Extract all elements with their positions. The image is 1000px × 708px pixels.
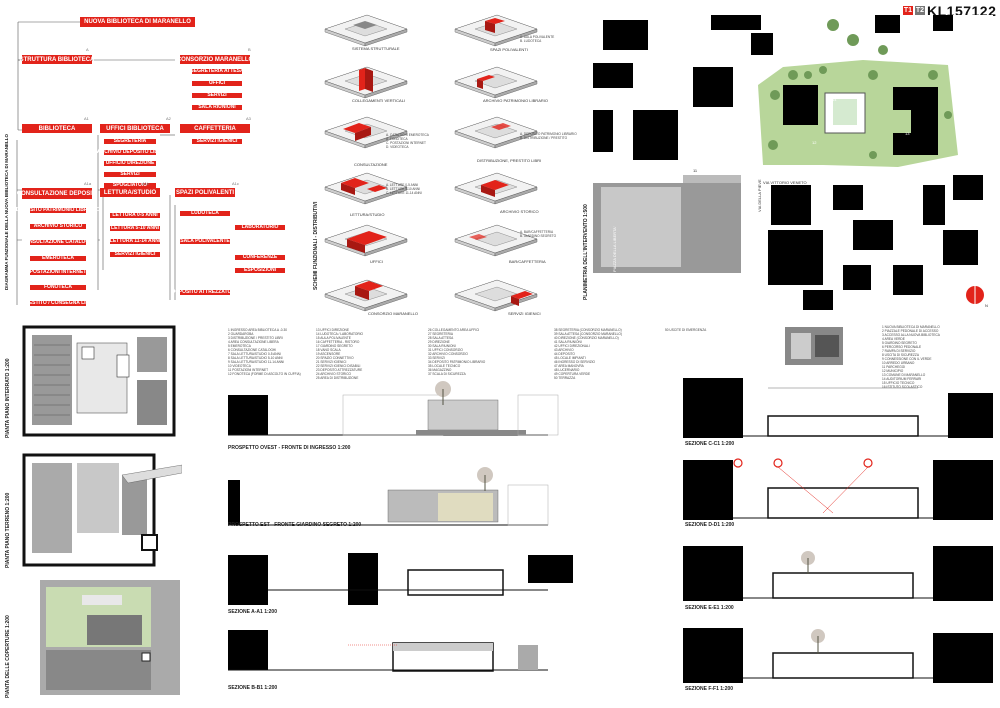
code-a1: A1 bbox=[84, 116, 89, 121]
item-a2-4: SPOGLIATOIO bbox=[104, 183, 156, 188]
plans-drawings bbox=[22, 325, 182, 695]
scheme-note-4: A. BAR/CAFFETTERIA B. GIARDINO SEGRETO bbox=[520, 230, 557, 238]
legend-col-1: 13 UFFICI DIREZIONE 14 LUDOTECA / LABORA… bbox=[316, 328, 363, 380]
item-a1c-1: LABORATORIO bbox=[235, 225, 285, 230]
node-lettura: LETTURA/STUDIO bbox=[100, 188, 160, 197]
site-num-0: 13 bbox=[905, 131, 910, 136]
scheme-label-6: SPAZI POLIVALENTI bbox=[490, 47, 528, 52]
item-a1c-2: SALA POLIVALENTE bbox=[180, 238, 230, 244]
code-a3: A3 bbox=[246, 116, 251, 121]
scheme-label-1: COLLEGAMENTI VERTICALI bbox=[352, 98, 406, 103]
node-biblioteca: BIBLIOTECA bbox=[22, 124, 92, 133]
scheme-label-8: DISTRIBUZIONE, PRESTITO LIBRI bbox=[477, 158, 542, 163]
scheme-label-9: ARCHIVIO STORICO bbox=[500, 209, 539, 214]
site-num-1: 14 bbox=[832, 97, 837, 102]
drawing-label-7: SEZIONE F-F1 1:200 bbox=[685, 686, 734, 692]
drawing-label-0: PROSPETTO OVEST - FRONTE DI INGRESSO 1:2… bbox=[228, 445, 351, 451]
drawing-label-3: SEZIONE B-B1 1:200 bbox=[228, 685, 278, 691]
node-struttura: STRUTTURA BIBLIOTECA bbox=[19, 55, 95, 64]
item-b-0: SEGRETERIA ATTESA bbox=[190, 68, 244, 74]
item-a1a-3: EMEROTECA bbox=[30, 256, 86, 261]
item-a1b-1: LETTURA 5-10 ANNI bbox=[110, 225, 160, 231]
plan-label-0: PIANTA PIANO INTERRATO 1:200 bbox=[5, 358, 11, 438]
scheme-label-2: CONSULTAZIONE bbox=[354, 162, 388, 167]
item-a1c-4: ESPOSIZIONI bbox=[235, 268, 285, 273]
scheme-label-0: SISTEMA STRUTTURALE bbox=[352, 46, 400, 51]
site-num-3: 11 bbox=[693, 168, 698, 173]
item-a1a-6: PRESTITO / CONSEGNA LIBRI bbox=[21, 300, 95, 306]
scheme-note-1: A. CATALOGHI EMEROTECA B. FONOTECA C. PO… bbox=[386, 133, 429, 149]
scheme-label-5: CONSORZIO MARANELLO bbox=[368, 311, 419, 316]
item-a1b-3: SERVIZI IGIENICI bbox=[110, 252, 160, 257]
site-plan bbox=[593, 15, 993, 315]
badge-t1: T1 bbox=[903, 6, 913, 16]
plan-label-2: PIANTA DELLE COPERTURE 1:200 bbox=[5, 615, 11, 698]
drawing-label-5: SEZIONE D-D1 1:200 bbox=[685, 522, 735, 528]
sections-middle bbox=[228, 381, 573, 672]
node-spazi: SPAZI POLIVALENTI bbox=[175, 188, 235, 197]
scheme-label-11: SERVIZI IGIENICI bbox=[508, 311, 541, 316]
code-a2: A2 bbox=[166, 116, 171, 121]
legend-col-4: 50 USCITE DI EMERGENZA bbox=[665, 328, 707, 332]
scheme-label-4: UFFICI bbox=[370, 259, 383, 264]
code-a: A bbox=[86, 47, 89, 52]
scheme-label-7: ARCHIVIO PATRIMONIO LIBRARIO bbox=[483, 98, 548, 103]
site-street1: VIA VITTORIO VENETO bbox=[763, 180, 807, 185]
drawing-label-6: SEZIONE E-E1 1:200 bbox=[685, 605, 734, 611]
item-a1a-1: ARCHIVIO STORICO bbox=[30, 224, 86, 229]
node-uffici: UFFICI BIBLIOTECA bbox=[100, 124, 170, 133]
item-a3-0: SERVIZI IGIENICI bbox=[192, 139, 242, 144]
sections-right bbox=[683, 378, 993, 683]
scheme-note-3: A. DEPOSITO PATRIMONIO LIBRARIO B. DISTR… bbox=[520, 132, 577, 140]
badge-t2: T2 bbox=[915, 6, 925, 16]
scheme-label-10: BAR/CAFFETTERIA bbox=[509, 259, 546, 264]
item-a1c-3: CONFERENZE bbox=[235, 255, 285, 260]
legend-right: 1 NUOVA BIBLIOTECA DI MARANELLO 2 PIAZZA… bbox=[882, 325, 940, 389]
scheme-note-0: A. AULA POLIVALENTE B. LUDOTECA bbox=[520, 35, 555, 43]
key-plan bbox=[785, 327, 843, 365]
code-b: B bbox=[248, 47, 251, 52]
site-num-2: 12 bbox=[812, 140, 817, 145]
item-b-3: SALA RIUNIONI bbox=[192, 105, 242, 110]
item-a1a-4: POSTAZIONI INTERNET bbox=[29, 269, 87, 275]
item-a1a-2: CONSULTAZIONE CATALOGHI bbox=[21, 239, 95, 245]
item-a1a-0: DEPOSITO PATRIMONIO LIBRARIO bbox=[16, 207, 100, 213]
legend-col-3: 38 SEGRETERIA (CONSORZIO MARANELLO) 39 S… bbox=[554, 328, 622, 380]
code-a1a: A1a bbox=[84, 181, 92, 186]
item-a2-3: SERVIZI bbox=[104, 172, 156, 177]
north-label: N bbox=[985, 303, 988, 308]
node-consorzio: CONSORZIO MARANELLO bbox=[176, 55, 254, 64]
code-a1c: A1c bbox=[232, 181, 239, 186]
item-a1b-2: LETTURA 11-14 ANNI bbox=[109, 238, 161, 244]
item-a1a-5: FONOTECA bbox=[30, 285, 86, 290]
site-square-label: PIAZZA DELLA LIBERTA' bbox=[612, 226, 617, 272]
plan-label-1: PIANTA PIANO TERRENO 1:200 bbox=[5, 492, 11, 568]
drawing-label-4: SEZIONE C-C1 1:200 bbox=[685, 441, 735, 447]
drawing-label-1: PROSPETTO EST - FRONTE GIARDINO SEGRETO … bbox=[228, 522, 362, 528]
item-b-1: UFFICI bbox=[192, 81, 242, 86]
scheme-label-3: LETTURA/STUDIO bbox=[350, 212, 385, 217]
drawing-label-2: SEZIONE A-A1 1:200 bbox=[228, 609, 277, 615]
schemes-side-title: SCHEMI FUNZIONALI - DISTRIBUTIVI bbox=[313, 201, 319, 290]
site-street2: VIA DELLA PIEVE bbox=[757, 179, 762, 212]
item-a2-0: SEGRETERIA bbox=[104, 139, 156, 144]
item-a2-2: UFFICIO DIREZIONE bbox=[104, 160, 156, 166]
item-a1c-5: DEPOSITO ATTREZZATURE bbox=[171, 289, 239, 295]
item-a1c-0: LUDOTECA bbox=[180, 211, 230, 216]
item-a2-1: ARCHIVIO DEPOSITO LIBRI bbox=[96, 149, 164, 155]
item-a1b-0: LETTURA 0-5 ANNI bbox=[110, 213, 160, 218]
code-a1b: A1b bbox=[142, 181, 150, 186]
scheme-note-2: A. LETTURE 0-5 ANNI B. LETTURE 5-10 ANNI… bbox=[386, 183, 422, 195]
site-side-title: PLANIMETRIA DELL'INTERVENTO 1:500 bbox=[583, 204, 589, 300]
item-b-2: SERVIZI bbox=[192, 93, 242, 98]
diagram-root: NUOVA BIBLIOTECA DI MARANELLO bbox=[80, 17, 195, 27]
node-consultazione: CONSULTAZIONE DEPOSITI bbox=[17, 188, 97, 199]
node-caffetteria: CAFFETTERIA bbox=[180, 124, 250, 133]
legend-col-2: 26 COLLEGAMENTO AREA UFFICI 27 SEGRETERI… bbox=[428, 328, 486, 376]
legend-col-0: 1 INGRESSO AREA BIBLIOTECA A -0.30 2 GUA… bbox=[228, 328, 301, 376]
schemes-drawings bbox=[324, 14, 538, 312]
